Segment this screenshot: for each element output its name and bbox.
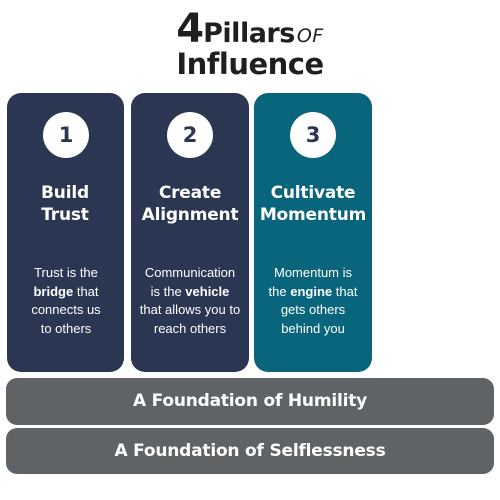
description-line: the engine that [251,283,375,302]
description-line: connects us [31,302,101,317]
pillar-title-line: Trust [41,205,89,225]
pillar-number-badge-2: 2 [167,112,213,158]
description-line: Trust is the [34,265,98,280]
description-text: that [332,283,358,299]
pillar-title-build-trust: Build Trust [0,182,130,226]
pillar-title-line: Build [41,183,89,203]
description-keyword: vehicle [185,283,230,299]
pillar-title-line: Create [158,183,222,203]
description-line: to others [40,320,92,336]
diagram-title-line1: 4 Pillars OF [0,6,500,52]
foundation-humility: A Foundation of Humility [6,378,494,425]
description-line: is the vehicle [128,283,252,302]
pillar-number-badge-1: 1 [43,112,89,158]
description-keyword: bridge [33,283,74,299]
pillar-description-cultivate-momentum: Momentum is the engine that gets others … [251,264,375,338]
description-line: that allows you to [139,302,241,317]
description-line: Momentum is [273,265,353,280]
description-line: behind you [281,320,345,336]
description-line: reach others [153,320,227,336]
pillar-number-badge-3: 3 [290,112,336,158]
description-text: that [73,283,99,299]
pillar-title-line: Momentum [259,205,367,225]
description-keyword: engine [290,283,333,299]
pillar-title-line: Cultivate [270,183,356,203]
pillar-title-create-alignment: Create Alignment [125,182,255,226]
title-influence: Influence [176,47,324,81]
description-text: is the [150,283,186,299]
pillar-description-create-alignment: Communication is the vehicle that allows… [128,264,252,338]
description-text: the [268,283,291,299]
title-of-word: OF [296,25,324,47]
title-pillars-word: Pillars [203,18,295,49]
title-number: 4 [176,6,204,52]
pillar-title-cultivate-momentum: Cultivate Momentum [248,182,378,226]
description-line: Communication [144,265,236,280]
pillar-description-build-trust: Trust is the bridge that connects us to … [4,264,128,338]
description-line: gets others [280,302,346,317]
pillar-title-line: Alignment [141,205,239,225]
description-line: bridge that [4,283,128,302]
foundation-selflessness: A Foundation of Selflessness [6,428,494,474]
